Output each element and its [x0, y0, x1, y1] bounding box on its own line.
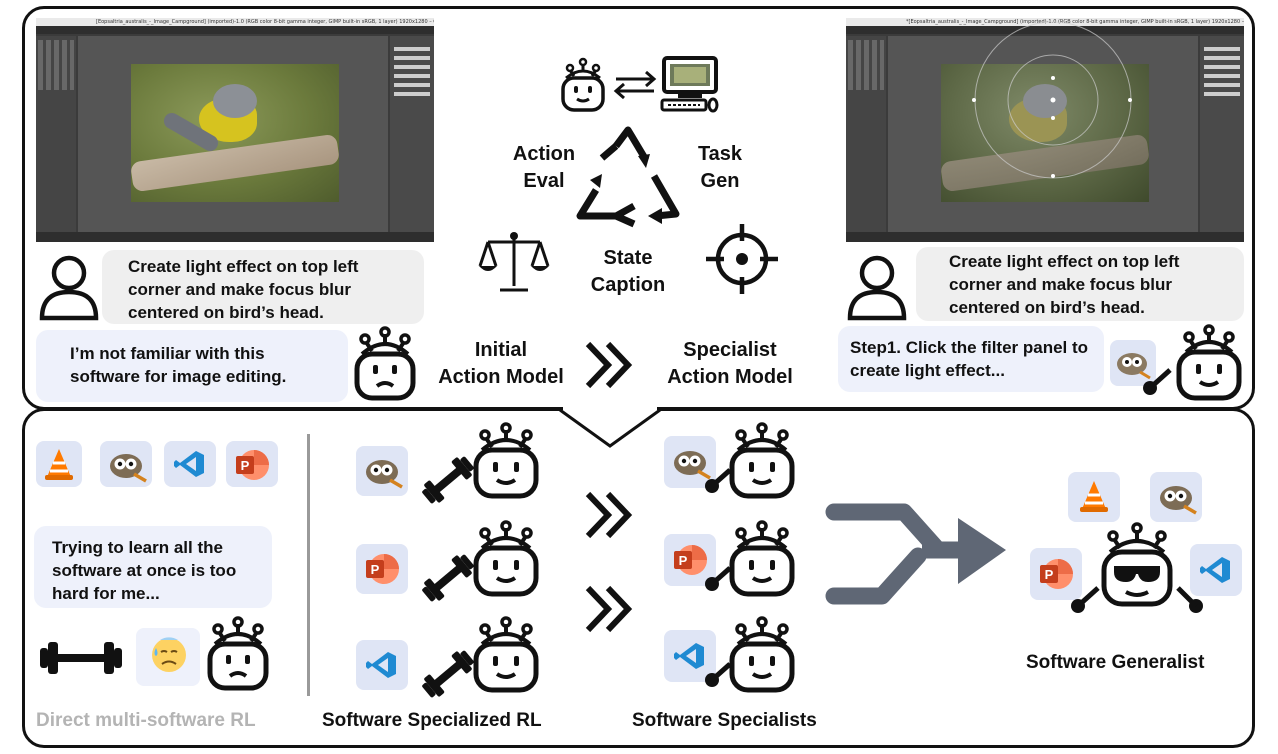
double-chevron-icon: [585, 585, 633, 633]
dumbbell-icon: [40, 642, 122, 674]
specialized-rl-label: Software Specialized RL: [322, 710, 542, 731]
sunglasses-robot-icon: [1071, 522, 1203, 613]
specialist-robot-gimp: [705, 422, 795, 499]
focus-blur-guide[interactable]: [846, 18, 1244, 242]
panel-pointer: [559, 404, 661, 448]
gimp-icon: [100, 441, 152, 487]
double-chevron-icon: [585, 491, 633, 539]
specialist-robot-powerpoint: [705, 520, 795, 597]
initial-action-model-label: Initial Action Model: [438, 339, 564, 388]
target-icon: [706, 224, 778, 294]
direct-rl-label: Direct multi-software RL: [36, 710, 256, 731]
user-icon: [39, 255, 99, 321]
double-chevron-icon: [585, 341, 633, 389]
user-request-bubble: Create light effect on top left corner a…: [916, 247, 1244, 321]
training-robot-powerpoint: [422, 520, 539, 602]
specialist-robot-vscode: [705, 616, 795, 693]
powerpoint-icon: P: [226, 441, 278, 487]
powerpoint-icon: P: [1030, 548, 1082, 600]
svg-text:P: P: [1045, 567, 1054, 582]
status-bar: [846, 232, 1244, 242]
recycle-icon: [576, 126, 680, 228]
task-gen-label: Task Gen: [697, 143, 743, 192]
gimp-icon: [1150, 472, 1202, 522]
robot-with-tool-icon: [1143, 324, 1242, 401]
user-icon: [847, 255, 907, 321]
exchange-arrows-icon: [613, 70, 657, 100]
gimp-icon: [356, 446, 408, 496]
sweat-emoji-icon: [136, 628, 200, 686]
struggle-bubble: Trying to learn all the software at once…: [34, 526, 272, 608]
action-eval-label: Action Eval: [512, 143, 576, 192]
robot-icon-worried: [207, 616, 269, 691]
vlc-icon: [36, 441, 82, 487]
gimp-icon: [1110, 340, 1156, 386]
robot-icon-worried: [354, 326, 416, 401]
gimp-icon: [664, 436, 716, 488]
svg-text:P: P: [371, 562, 380, 577]
gimp-screenshot-after: *[Eopsaltria_australis_-_Image_Campgroun…: [846, 18, 1244, 242]
merge-arrow-icon: [825, 503, 1006, 605]
initial-model-reply: I’m not familiar with this software for …: [36, 330, 348, 402]
powerpoint-icon: P: [664, 534, 716, 586]
scale-icon: [478, 232, 550, 292]
state-caption-label: State Caption: [590, 247, 666, 296]
bird-photo: [129, 64, 341, 202]
generalist-label: Software Generalist: [1026, 652, 1205, 673]
training-robot-vscode: [422, 616, 539, 698]
vscode-icon: [356, 640, 408, 690]
divider: [307, 434, 310, 696]
vlc-icon: [1068, 472, 1120, 522]
computer-icon: [660, 56, 719, 113]
specialists-label: Software Specialists: [632, 710, 817, 731]
vscode-icon: [1190, 544, 1242, 596]
gimp-screenshot-before: [Eopsaltria_australis_-_Image_Campground…: [36, 18, 434, 242]
svg-text:P: P: [241, 458, 250, 473]
vscode-icon: [664, 630, 716, 682]
specialist-model-reply: Step1. Click the filter panel to create …: [838, 326, 1104, 392]
specialist-action-model-label: Specialist Action Model: [667, 339, 793, 388]
robot-icon: [561, 57, 605, 112]
training-robot-gimp: [422, 422, 539, 504]
powerpoint-icon: P: [356, 544, 408, 594]
vscode-icon: [164, 441, 216, 487]
status-bar: [36, 232, 434, 242]
user-request-bubble: Create light effect on top left corner a…: [102, 250, 424, 324]
window-title: [Eopsaltria_australis_-_Image_Campground…: [36, 18, 434, 26]
svg-text:P: P: [679, 553, 688, 568]
